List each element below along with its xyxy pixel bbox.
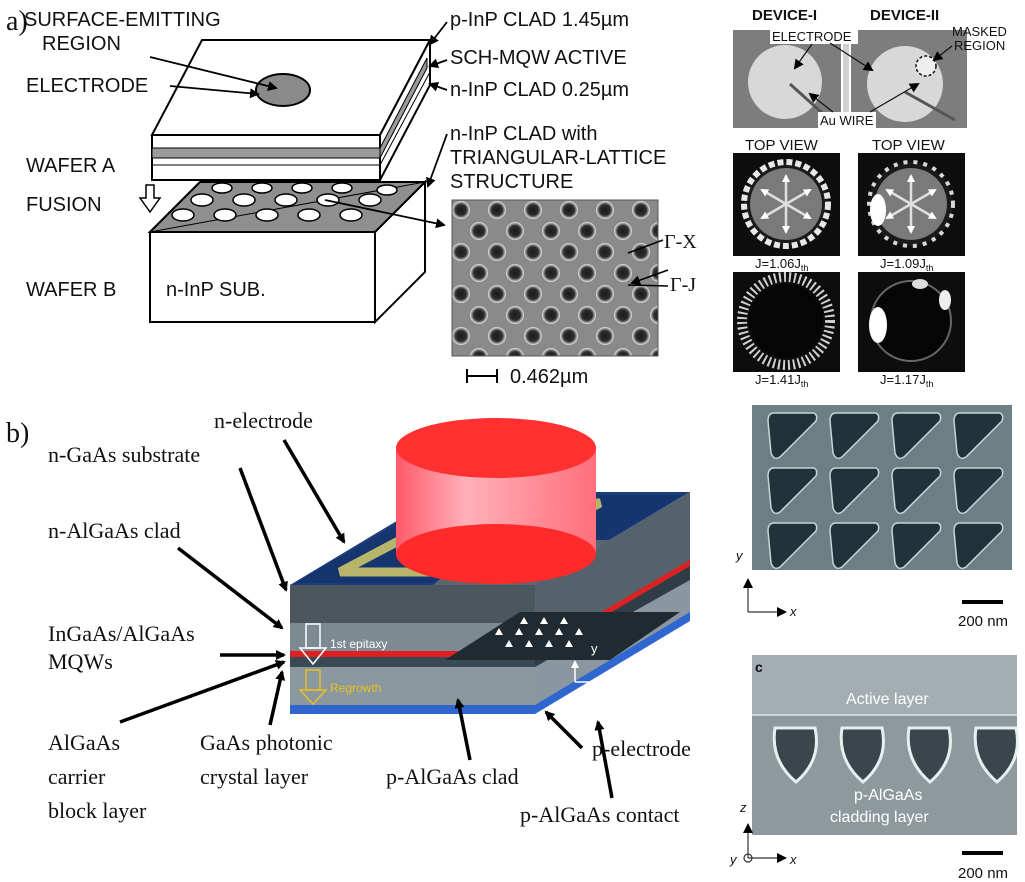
sem-top-axis-x: x <box>789 604 797 619</box>
label-gamma-j: Γ-J <box>670 274 696 296</box>
label-lattice-2: TRIANGULAR-LATTICE <box>450 147 666 169</box>
label-fusion: FUSION <box>26 194 102 216</box>
sem-air-hole <box>829 467 880 515</box>
label-lattice-3: STRUCTURE <box>450 171 573 193</box>
label-p-electrode: p-electrode <box>592 736 691 761</box>
laser-beam-cylinder <box>396 418 596 584</box>
sem-bottom-axis-z: z <box>739 800 747 815</box>
label-device-1: DEVICE-I <box>752 7 817 24</box>
sem-bottom-axis-x: x <box>789 852 797 867</box>
label-mqw-1: InGaAs/AlGaAs <box>48 621 195 646</box>
sem-bottom-image <box>752 655 1019 835</box>
label-region: REGION <box>42 33 121 55</box>
label-n-clad: n-InP CLAD 0.25µm <box>450 79 629 101</box>
lasing-pattern-3 <box>733 272 840 372</box>
label-p-clad: p-AlGaAs clad <box>386 764 519 789</box>
label-gamma-x: Γ-X <box>664 231 697 253</box>
sem-air-hole <box>891 467 942 515</box>
panel-a-tag: a) <box>6 6 28 37</box>
lattice-holes <box>171 182 398 222</box>
label-n-electrode: n-electrode <box>214 408 313 433</box>
sem-bottom-tag: c <box>755 659 763 675</box>
label-j1: J=1.06Jth <box>755 256 808 273</box>
label-masked-1: MASKED <box>952 24 1007 39</box>
sem-top-image <box>752 405 1012 570</box>
lasing-pattern-2 <box>858 153 965 256</box>
sem-top-axis-y: y <box>735 548 744 563</box>
sem-air-hole <box>891 412 942 460</box>
sem-air-hole <box>953 522 1004 570</box>
label-wafer-b: WAFER B <box>26 279 116 301</box>
lasing-pattern-4 <box>858 272 965 372</box>
label-top-view-1: TOP VIEW <box>745 137 819 154</box>
electrode-pad <box>255 73 311 107</box>
label-regrowth: Regrowth <box>330 681 381 695</box>
label-surface-emitting: SURFACE-EMITTING <box>24 9 221 31</box>
label-sch-mqw: SCH-MQW ACTIVE <box>450 47 627 69</box>
label-j4: J=1.17Jth <box>880 372 933 389</box>
label-pc-1: GaAs photonic <box>200 730 333 755</box>
label-scale-a: 0.462µm <box>510 366 588 388</box>
label-j3: J=1.41Jth <box>755 372 808 389</box>
sem-bottom-active: Active layer <box>846 691 929 708</box>
sem-air-hole <box>829 522 880 570</box>
label-mqw-2: MQWs <box>48 649 113 674</box>
panel-b-tag: b) <box>6 418 29 449</box>
label-block-1: AlGaAs <box>48 730 120 755</box>
label-lattice-1: n-InP CLAD with <box>450 123 597 145</box>
label-masked-2: REGION <box>954 38 1005 53</box>
sem-bottom-axis-y: y <box>729 852 738 867</box>
arrow-lattice <box>426 133 448 188</box>
panel-b-arrows <box>119 439 614 799</box>
wafer-b-block <box>147 179 428 325</box>
sem-air-hole <box>829 412 880 460</box>
fusion-arrow-icon <box>138 184 162 214</box>
gamma-x-arrow <box>627 239 664 254</box>
label-device-2: DEVICE-II <box>870 7 939 24</box>
label-p-clad: p-InP CLAD 1.45µm <box>450 9 629 31</box>
lasing-pattern-1 <box>733 153 840 256</box>
label-n-gaas-sub: n-GaAs substrate <box>48 442 200 467</box>
sem-air-hole <box>767 467 818 515</box>
device-axis-x: x <box>610 676 617 691</box>
panel-a: a) <box>6 6 1007 389</box>
label-n-algaas-clad: n-AlGaAs clad <box>48 518 181 543</box>
label-substrate: n-InP SUB. <box>166 279 266 301</box>
arrow-electrode <box>169 85 260 99</box>
arrow-surface-region <box>149 56 278 91</box>
label-epitaxy: 1st epitaxy <box>330 637 387 651</box>
panel-b: b) <box>6 405 1019 882</box>
sem-top-scale: 200 nm <box>958 613 1008 630</box>
label-block-2: carrier <box>48 764 106 789</box>
wafer-a-block <box>150 39 432 181</box>
pc-triangles <box>495 617 583 647</box>
arrow-n-clad <box>428 81 448 92</box>
gamma-j-arrow <box>630 269 669 285</box>
label-au-wire: Au WIRE <box>820 113 874 128</box>
sem-lattice-image <box>451 199 659 357</box>
label-block-3: block layer <box>48 798 147 823</box>
arrow-sch-mqw <box>428 58 448 69</box>
label-electrode: ELECTRODE <box>26 75 148 97</box>
gamma-j-line <box>627 284 669 287</box>
device-axis-y: y <box>591 641 598 656</box>
label-p-contact: p-AlGaAs contact <box>520 802 679 827</box>
arrow-to-sem <box>324 199 446 229</box>
masked-region-mark <box>915 55 937 77</box>
sem-air-hole <box>767 522 818 570</box>
label-top-view-2: TOP VIEW <box>872 137 946 154</box>
sem-air-hole <box>953 412 1004 460</box>
label-device-electrode: ELECTRODE <box>772 29 852 44</box>
arrow-p-clad <box>428 21 448 46</box>
sem-bottom-clad-1: p-AlGaAs <box>854 787 922 804</box>
label-j2: J=1.09Jth <box>880 256 933 273</box>
label-wafer-a: WAFER A <box>26 155 116 177</box>
sem-air-hole <box>767 412 818 460</box>
label-pc-2: crystal layer <box>200 764 309 789</box>
sem-air-hole <box>891 522 942 570</box>
sem-bottom-scale: 200 nm <box>958 865 1008 882</box>
sem-air-hole <box>953 467 1004 515</box>
sem-bottom-clad-2: cladding layer <box>830 809 929 826</box>
